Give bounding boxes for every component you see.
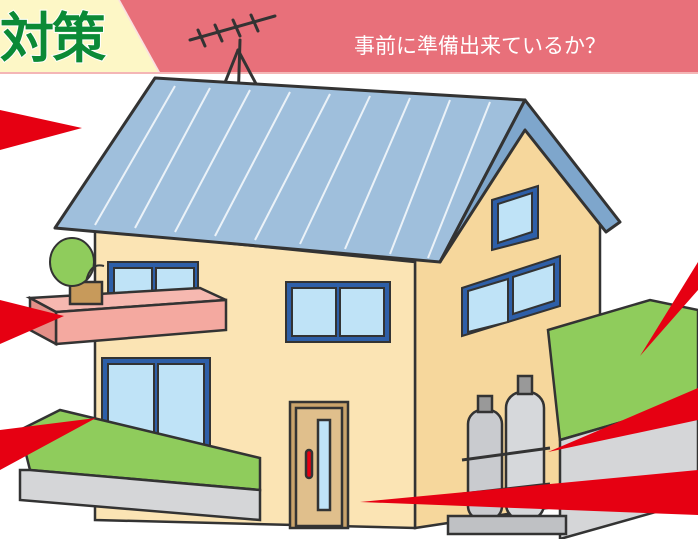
- window-attic: [491, 184, 539, 252]
- balcony: [25, 280, 228, 347]
- callout-cylinder: [548, 388, 698, 452]
- banner-title: 対策: [0, 6, 107, 71]
- window-side: [461, 254, 561, 338]
- potted-plant: [49, 237, 105, 287]
- header-banner: [0, 0, 698, 74]
- callout-balcony: [0, 300, 64, 344]
- callout-lower-window: [0, 418, 96, 470]
- callout-hedge: [640, 262, 698, 356]
- front-door: [288, 400, 350, 530]
- warning-callouts: [0, 110, 698, 515]
- callout-door: [360, 470, 698, 515]
- banner-subtitle: 事前に準備出来ているか？: [354, 34, 606, 58]
- hedge-left: [18, 408, 262, 522]
- window-upper-center: [285, 281, 391, 343]
- callout-roof: [0, 110, 82, 150]
- roof: [53, 76, 622, 264]
